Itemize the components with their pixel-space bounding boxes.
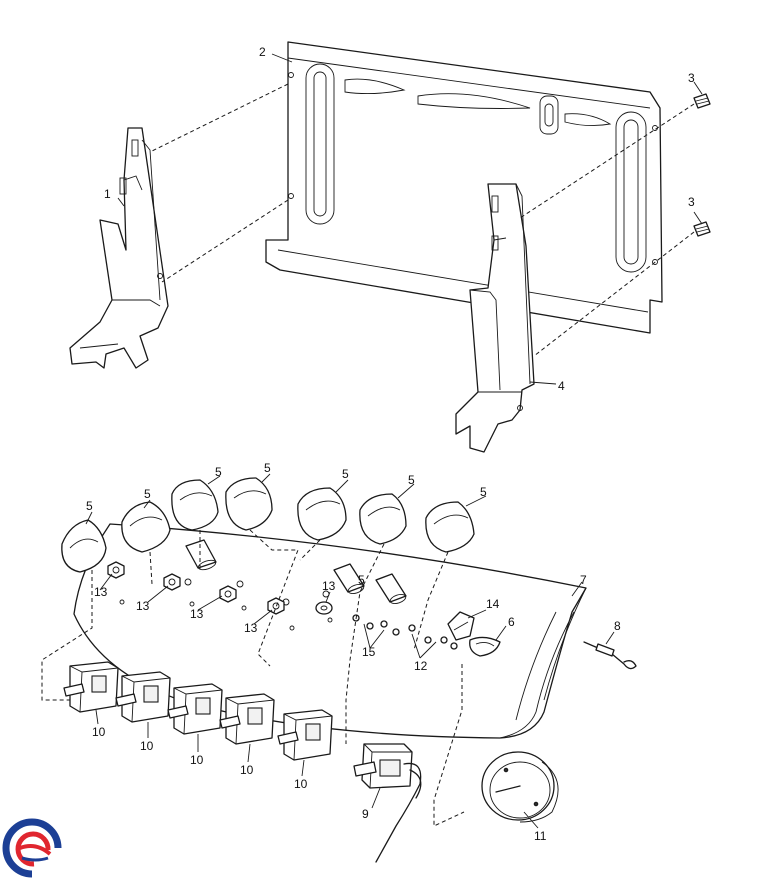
callout-1: 1 [104, 187, 111, 201]
callout-5: 5 [358, 573, 365, 587]
control-knob [225, 477, 273, 531]
callout-10: 10 [294, 777, 308, 791]
thermal-fuse-lead [583, 641, 637, 670]
callout-13: 13 [94, 585, 108, 599]
callout-10: 10 [92, 725, 106, 739]
left-side-bracket [69, 127, 169, 369]
simmerstat-switch [219, 693, 275, 745]
callout-14: 14 [486, 597, 500, 611]
callout-5: 5 [86, 499, 93, 513]
callout-9: 9 [362, 807, 369, 821]
callout-12: 12 [414, 659, 428, 673]
callout-10: 10 [140, 739, 154, 753]
callout-6: 6 [508, 615, 515, 629]
oven-thermostat [353, 743, 422, 863]
simmerstat-switch [63, 661, 119, 713]
callout-13: 13 [322, 579, 336, 593]
callout-5: 5 [144, 487, 151, 501]
screw [693, 93, 711, 109]
callout-5: 5 [480, 485, 487, 499]
back-panel [265, 41, 663, 334]
callout-11: 11 [534, 829, 547, 843]
callout-4: 4 [558, 379, 565, 393]
control-knob [359, 493, 407, 545]
callout-13: 13 [190, 607, 204, 621]
callout-labels: 1 2 3 3 4 5 5 5 5 5 5 5 5 6 7 8 9 10 10 … [86, 45, 695, 843]
control-knob [121, 501, 171, 553]
callout-5: 5 [215, 465, 222, 479]
screw [693, 221, 711, 237]
callout-15: 15 [362, 645, 376, 659]
spindle-extension [375, 573, 407, 604]
callout-3: 3 [688, 195, 695, 209]
control-knob [61, 519, 107, 573]
leader-lines [85, 53, 703, 829]
right-side-bracket [455, 183, 535, 453]
spindle-extension [333, 563, 365, 594]
control-knob [297, 487, 347, 541]
callout-3: 3 [688, 71, 695, 85]
callout-5: 5 [342, 467, 349, 481]
control-knob [425, 501, 475, 553]
callout-13: 13 [136, 599, 150, 613]
washer [315, 601, 333, 615]
small-fixings [352, 614, 458, 650]
callout-13: 13 [244, 621, 258, 635]
assembly-lines-top [149, 83, 695, 357]
spindle-extension [185, 539, 217, 571]
simmerstat-switch [115, 671, 171, 723]
callout-10: 10 [190, 753, 204, 767]
callout-8: 8 [614, 619, 621, 633]
hex-nut [219, 585, 237, 603]
clock-timer [481, 751, 559, 823]
simmerstat-switch [277, 709, 333, 761]
indicator-lens [469, 636, 501, 657]
callout-5: 5 [408, 473, 415, 487]
control-knob [171, 479, 219, 531]
callout-2: 2 [259, 45, 266, 59]
swirl-logo-icon [2, 818, 62, 878]
callout-7: 7 [580, 573, 587, 587]
callout-5: 5 [264, 461, 271, 475]
assembly-lines-bottom [41, 529, 465, 827]
callout-10: 10 [240, 763, 254, 777]
neon-indicator [447, 611, 475, 641]
simmerstat-switch [167, 683, 223, 735]
